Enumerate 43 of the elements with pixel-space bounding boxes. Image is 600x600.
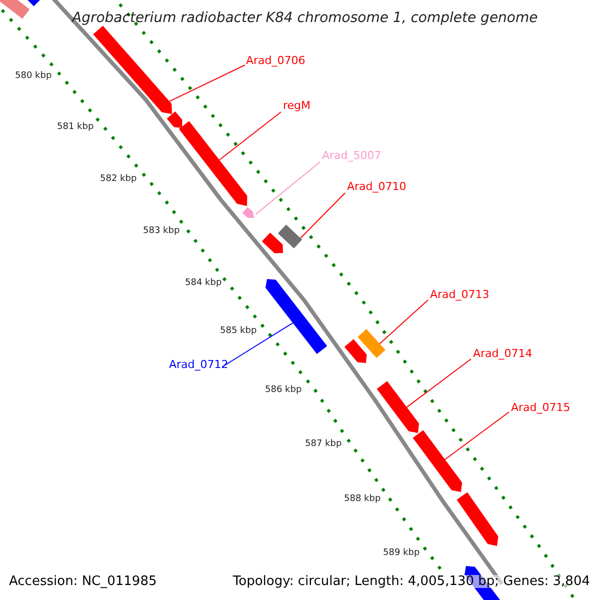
gene-feature xyxy=(166,111,182,128)
gene-feature xyxy=(376,381,419,433)
gene-feature xyxy=(93,26,172,114)
scale-label: 580 kbp xyxy=(15,72,52,81)
scale-label: 583 kbp xyxy=(143,227,180,236)
genome-info-text: Topology: circular; Length: 4,005,130 bp; Genes: 3,804 xyxy=(232,575,590,588)
scale-label: 585 kbp xyxy=(220,327,257,336)
scale-label: 582 kbp xyxy=(100,175,137,184)
gene-block xyxy=(358,329,386,358)
gene-label: Arad_0715 xyxy=(511,402,570,413)
gene-label: Arad_0713 xyxy=(430,289,490,300)
gene-feature xyxy=(0,0,30,19)
leader-line xyxy=(379,300,428,344)
gene-feature xyxy=(262,232,283,254)
accession-text: Accession: NC_011985 xyxy=(9,575,157,588)
leader-line xyxy=(169,64,246,102)
gene-label: Arad_5007 xyxy=(322,150,382,161)
scale-label: 589 kbp xyxy=(383,549,420,558)
leader-line xyxy=(222,322,294,368)
leader-line xyxy=(300,192,346,239)
scale-label: 587 kbp xyxy=(305,440,342,449)
gene-feature xyxy=(456,492,498,546)
gene-label: Arad_0714 xyxy=(473,348,532,359)
leader-line xyxy=(406,358,472,408)
leader-line xyxy=(444,412,510,460)
scale-label: 584 kbp xyxy=(185,279,222,288)
gene-feature xyxy=(26,0,42,6)
gene-feature xyxy=(266,279,328,354)
gene-label: Arad_0706 xyxy=(246,55,306,66)
gene-feature xyxy=(242,207,254,218)
gene-block xyxy=(278,224,302,248)
leader-line xyxy=(218,112,282,160)
gene-label: regM xyxy=(283,100,311,111)
leader-line xyxy=(255,162,320,215)
gene-label: Arad_0712 xyxy=(169,359,228,370)
gene-feature xyxy=(178,121,248,206)
scale-label: 588 kbp xyxy=(344,495,381,504)
scale-label: 586 kbp xyxy=(265,386,302,395)
gene-label: Arad_0710 xyxy=(347,181,406,192)
scale-label: 581 kbp xyxy=(57,123,94,132)
gene-feature xyxy=(344,339,367,363)
map-title: Agrobacterium radiobacter K84 chromosome 1, complete genome xyxy=(72,11,538,25)
gene-feature xyxy=(412,430,462,492)
